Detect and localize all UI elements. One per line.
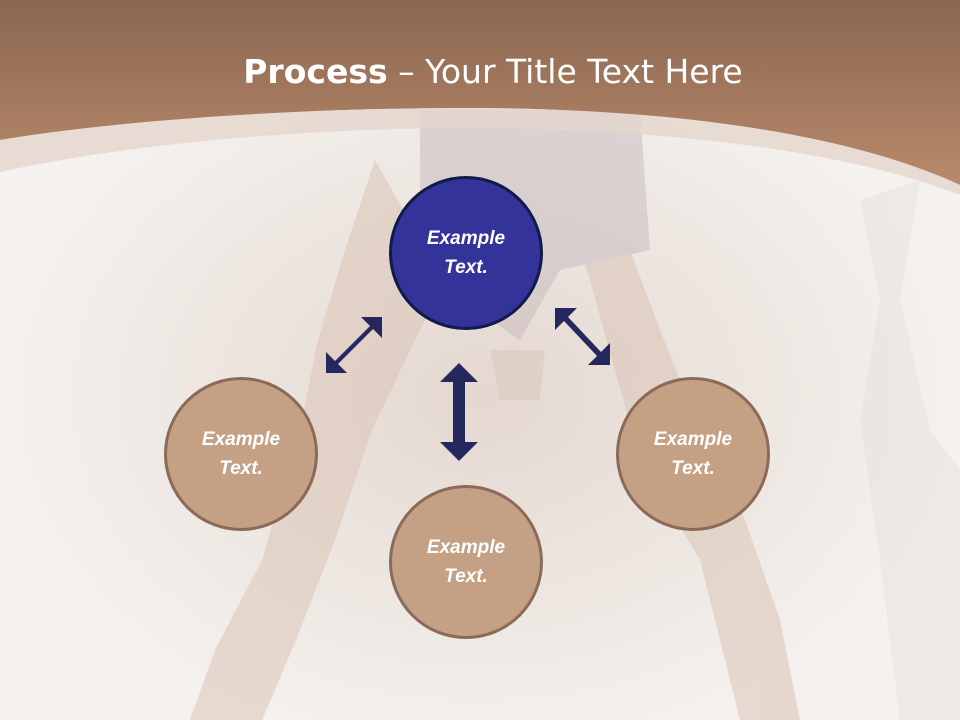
title-bold: Process — [243, 52, 388, 91]
node-bottom-label: Example Text. — [426, 537, 506, 587]
node-bottom: Example Text. — [389, 485, 543, 639]
node-right: Example Text. — [616, 377, 770, 531]
node-left: Example Text. — [164, 377, 318, 531]
hub-node-label: Example Text. — [426, 228, 506, 278]
hub-node: Example Text. — [389, 176, 543, 330]
title-rest: – Your Title Text Here — [387, 52, 743, 91]
slide-title: Process – Your Title Text Here — [0, 52, 960, 91]
node-left-label: Example Text. — [201, 429, 281, 479]
node-right-label: Example Text. — [653, 429, 733, 479]
